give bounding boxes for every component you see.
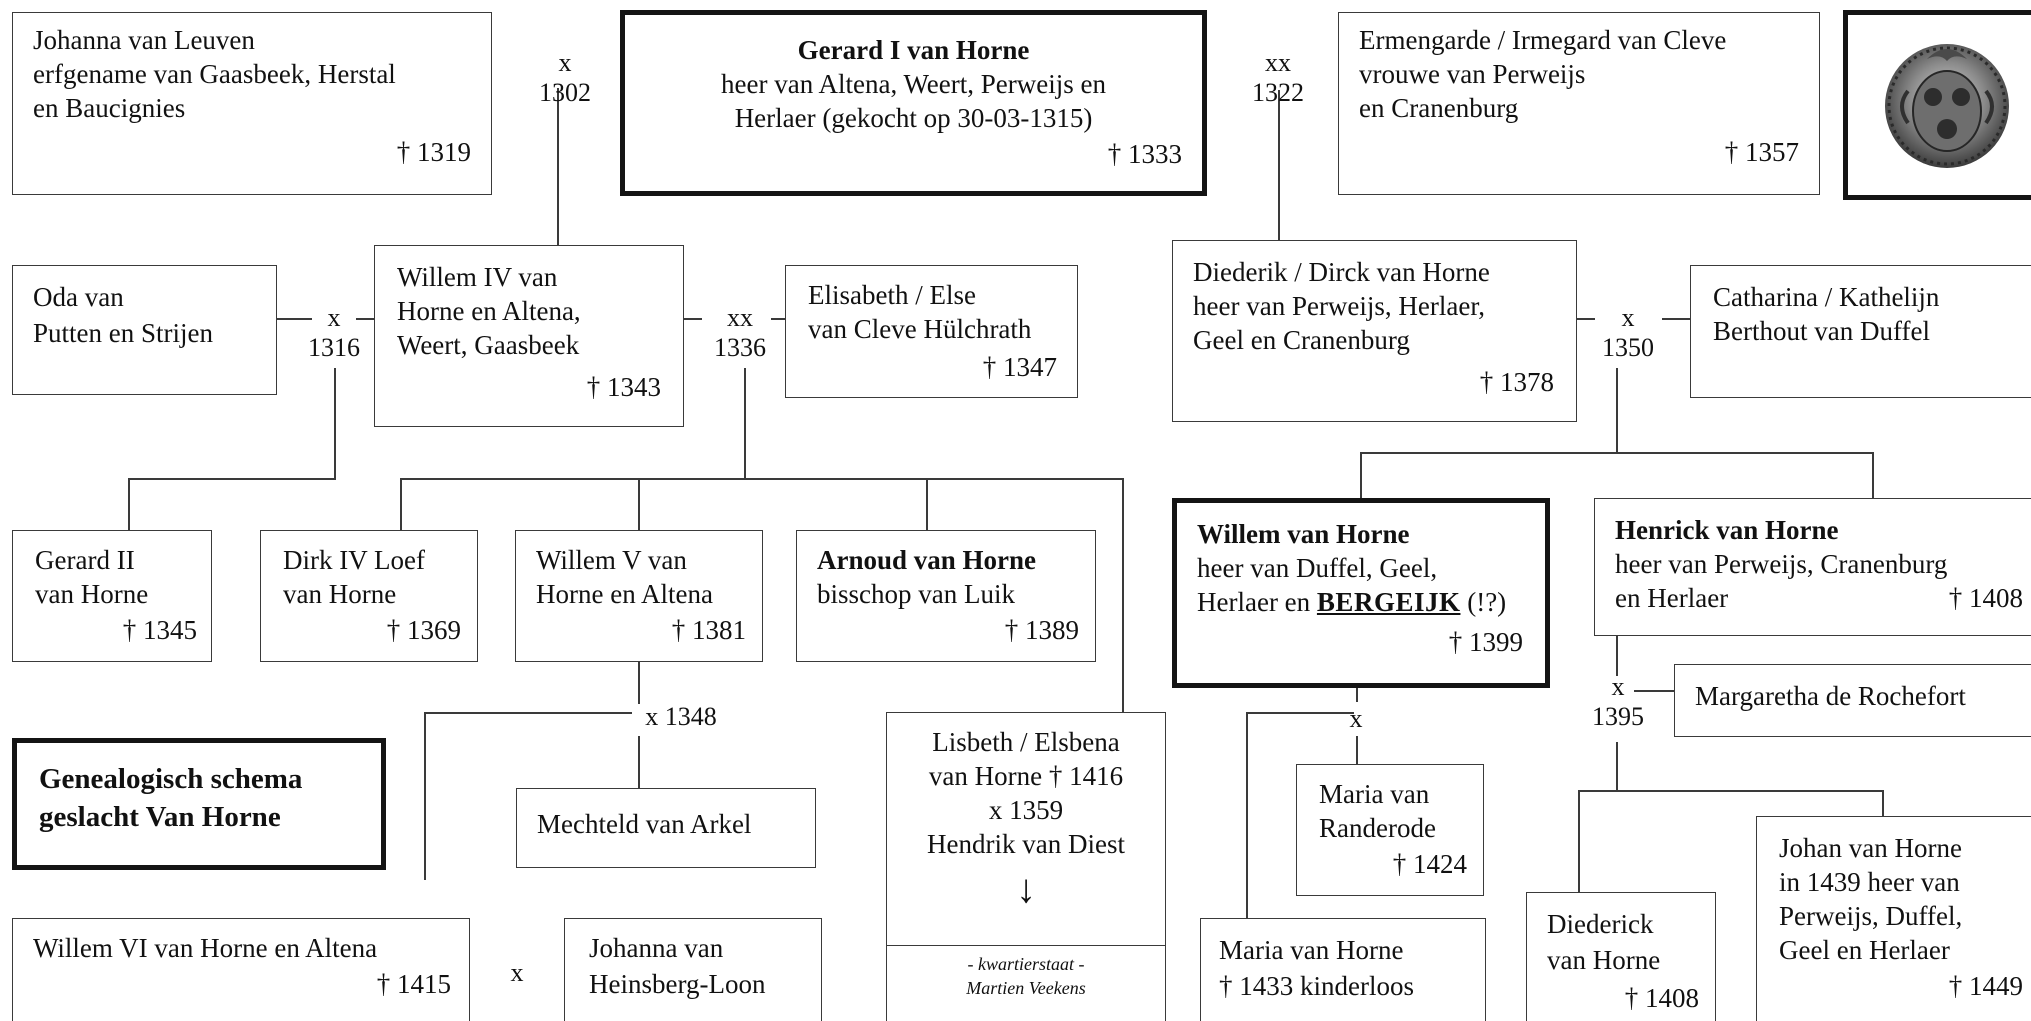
person-box: Mechteld van Arkel [516,788,816,868]
person-box: Johanna van Heinsberg-Loon [564,918,822,1021]
credit-line: - kwartierstaat - [967,954,1085,974]
person-box: Willem V van Horne en Altena † 1381 [515,530,763,662]
connector [1616,636,1618,676]
connector [424,712,632,714]
connector [1122,478,1124,712]
connector [400,478,1124,480]
person-box: Oda van Putten en Strijen [12,265,277,395]
person-box: Margaretha de Rochefort [1674,664,2031,737]
connector [1360,452,1362,498]
connector [1246,712,1248,920]
descent-arrow: ↓ [1016,866,1036,911]
person-box: Catharina / Kathelijn Berthout van Duffe… [1690,265,2031,398]
emphasis-line: Herlaer en BERGEIJK (!?) [1197,587,1507,617]
connector [1616,368,1618,452]
connector [400,478,402,530]
person-box: Lisbeth / Elsbena van Horne † 1416 x 135… [886,712,1166,1021]
person-box: Johan van Horne in 1439 heer van Perweij… [1756,816,2031,1021]
marriage-label: x 1348 [645,702,717,731]
person-box: Elisabeth / Else van Cleve Hülchrath † 1… [785,265,1078,398]
connector [744,368,746,478]
person-box: Arnoud van Horne bisschop van Luik † 138… [796,530,1096,662]
connector [356,318,374,320]
person-box: Diederik / Dirck van Horne heer van Perw… [1172,240,1577,422]
connector [1578,790,1884,792]
connector [1616,742,1618,790]
connector [1278,90,1280,240]
person-box: Willem VI van Horne en Altena † 1415 [12,918,470,1021]
connector [638,478,640,530]
marriage-label: x [1349,704,1363,733]
person-box: Diederick van Horne † 1408 [1526,892,1716,1021]
connector [1575,318,1595,320]
connector [638,736,640,788]
connector [1662,318,1690,320]
seal-image [1843,10,2031,200]
connector [424,712,426,880]
connector [682,318,702,320]
credit-line: Martien Veekens [966,978,1086,998]
connector [926,478,928,530]
person-box: Willem IV van Horne en Altena, Weert, Ga… [374,245,684,427]
connector [334,368,336,478]
connector [1246,712,1354,714]
connector [1356,736,1358,764]
connector [1360,452,1874,454]
person-box: Johanna van Leuven erfgename van Gaasbee… [12,12,492,195]
connector [638,658,640,704]
person-box: Ermengarde / Irmegard van Cleve vrouwe v… [1338,12,1820,195]
connector [1872,452,1874,498]
person-box: Dirk IV Loef van Horne † 1369 [260,530,478,662]
connector [1882,790,1884,816]
connector [557,88,559,246]
connector [128,478,336,480]
person-box: Maria van Randerode † 1424 [1296,764,1484,896]
person-box: Henrick van Horne heer van Perweijs, Cra… [1594,498,2031,636]
connector [1578,790,1580,892]
person-box: Maria van Horne † 1433 kinderloos [1200,918,1486,1021]
person-box-highlighted: Gerard I van Horne heer van Altena, Weer… [620,10,1207,196]
connector [128,478,130,530]
person-box: Gerard II van Horne † 1345 [12,530,212,662]
connector [771,318,785,320]
person-box-highlighted: Willem van Horne heer van Duffel, Geel, … [1172,498,1550,688]
chart-title: Genealogisch schema geslacht Van Horne [12,738,386,870]
connector [276,318,312,320]
seal-icon [1885,44,2009,168]
marriage-label: x [510,958,524,987]
connector [1634,690,1674,692]
